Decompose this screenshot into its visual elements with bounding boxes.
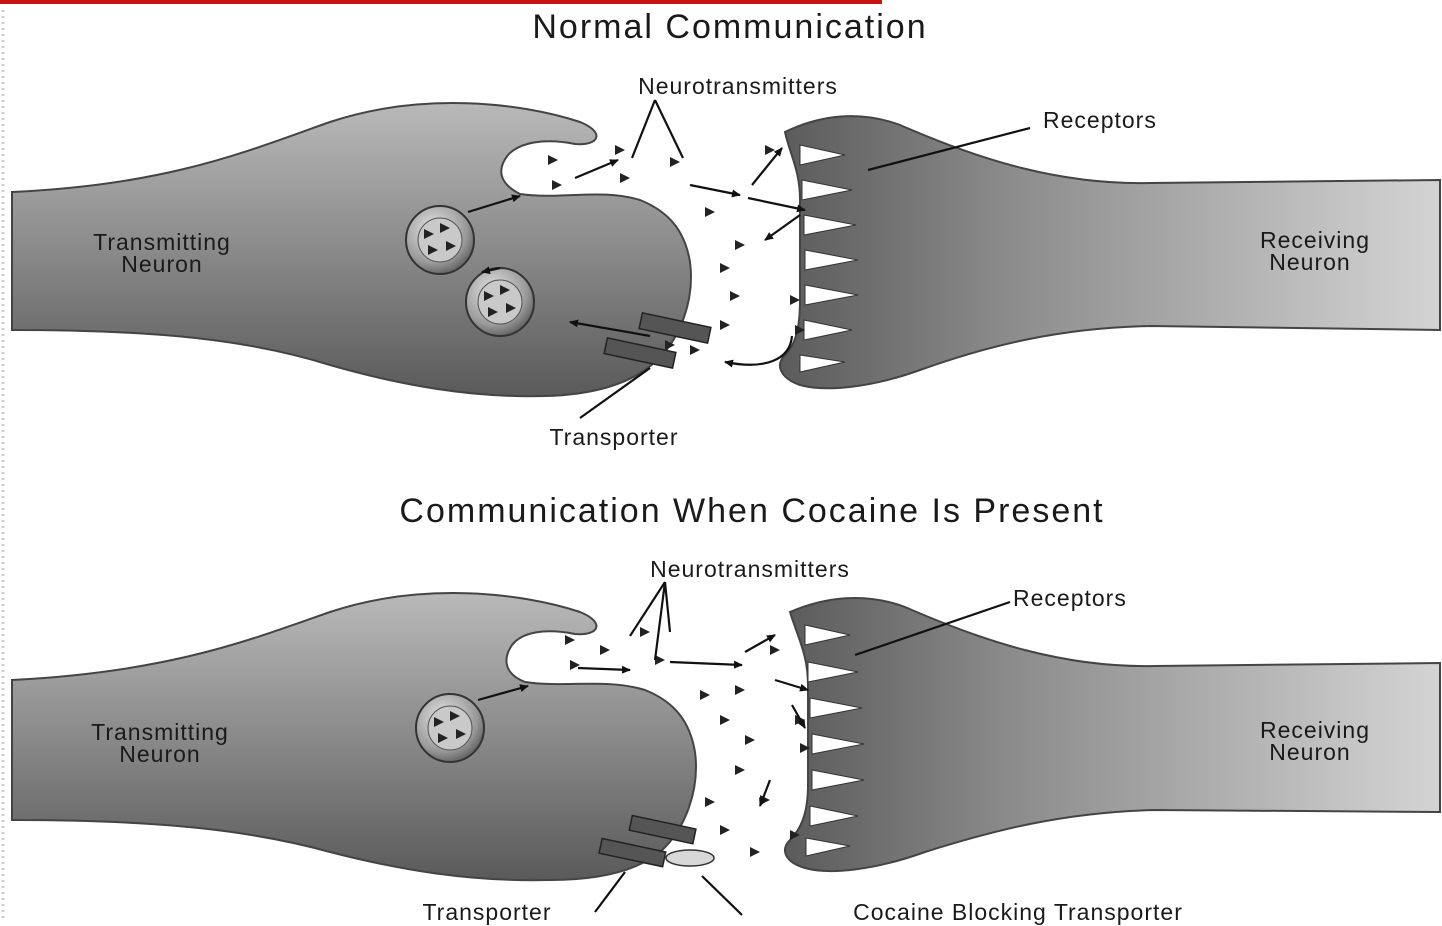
transmitting-neuron-label: Neuron	[119, 741, 200, 767]
neurotransmitters-leader	[632, 100, 683, 158]
cocaine-molecule	[666, 850, 714, 866]
transporter-leader	[595, 872, 625, 912]
cocaine-leader	[702, 876, 742, 915]
panel-title: Communication When Cocaine Is Present	[399, 492, 1104, 530]
header-accent-bar	[0, 0, 882, 4]
neurotransmitters-leader	[630, 582, 670, 660]
panel-title: Normal Communication	[532, 8, 927, 46]
receptors-label: Receptors	[1013, 585, 1127, 611]
receiving-neuron-label: Neuron	[1269, 249, 1350, 275]
vesicle	[466, 268, 534, 336]
receptors-label: Receptors	[1043, 107, 1157, 133]
vesicle	[406, 206, 474, 274]
transporter-label: Transporter	[422, 899, 551, 925]
panel-normal: Normal Communication	[12, 8, 1440, 450]
neurotransmitters-label: Neurotransmitters	[638, 73, 838, 99]
neurotransmitters-label: Neurotransmitters	[650, 556, 850, 582]
transporter-label: Transporter	[549, 424, 678, 450]
vesicle	[416, 694, 484, 762]
transmitting-neuron-label: Neuron	[121, 251, 202, 277]
panel-cocaine: Communication When Cocaine Is Present	[12, 492, 1440, 925]
receiving-neuron-label: Neuron	[1269, 739, 1350, 765]
cocaine-label: Cocaine Blocking Transporter	[853, 899, 1183, 925]
